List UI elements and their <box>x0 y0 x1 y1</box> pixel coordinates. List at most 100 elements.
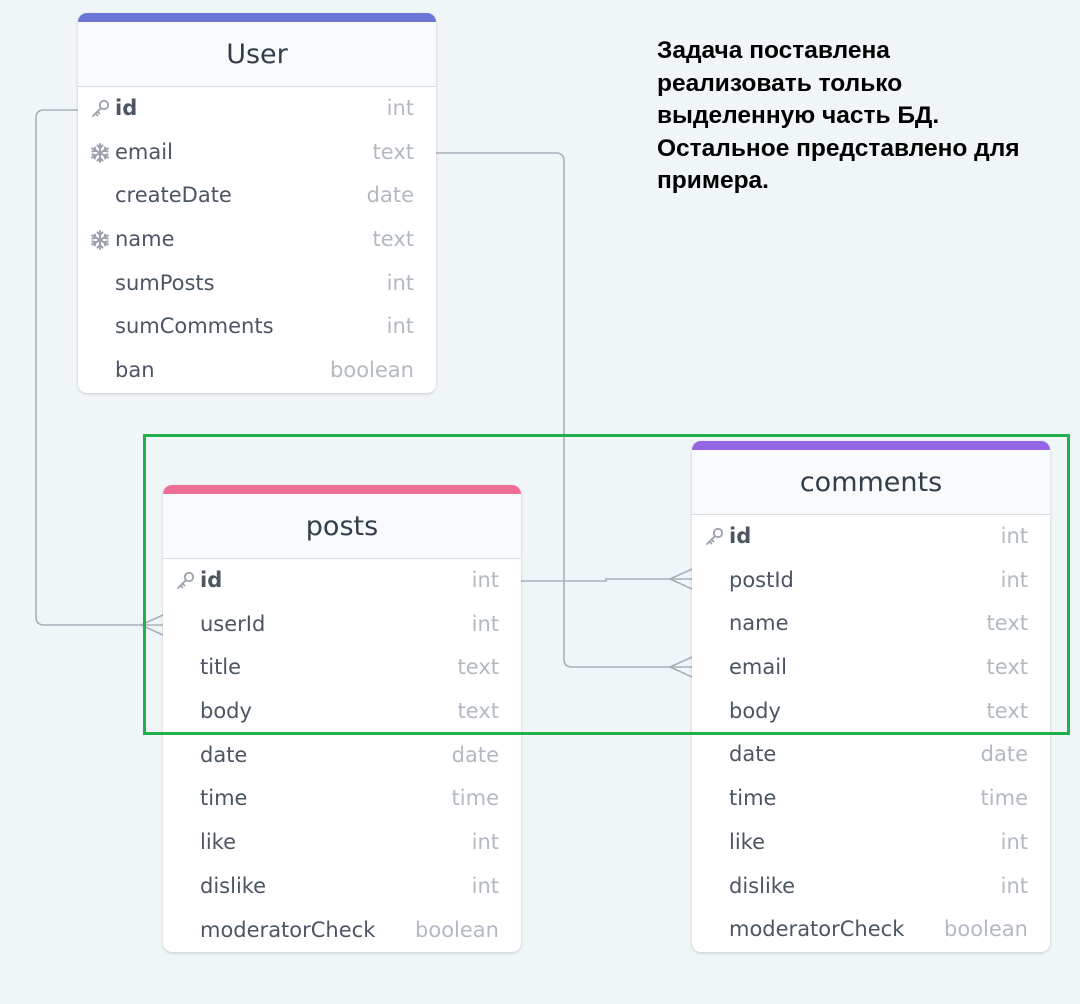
column-row-id[interactable]: id int <box>692 515 1050 559</box>
column-name: moderatorCheck <box>200 917 376 942</box>
column-name: createDate <box>115 183 232 208</box>
column-name: time <box>729 786 777 811</box>
column-name: id <box>200 568 223 592</box>
key-icon <box>174 570 196 592</box>
column-type: int <box>386 96 414 120</box>
snowflake-icon <box>89 229 111 251</box>
table-header[interactable]: User <box>78 22 436 87</box>
column-type: text <box>372 139 414 164</box>
column-type: int <box>1000 567 1028 592</box>
table-accent-bar <box>78 13 436 22</box>
column-name: sumPosts <box>115 270 215 295</box>
column-row-id[interactable]: id int <box>163 559 521 603</box>
column-name: like <box>200 830 237 855</box>
column-row-like[interactable]: like int <box>692 821 1050 865</box>
column-row-moderatorcheck[interactable]: moderatorCheck boolean <box>692 908 1050 952</box>
column-name: date <box>729 742 777 767</box>
note-line: примера. <box>657 167 769 194</box>
table-title: posts <box>305 510 379 542</box>
column-type: int <box>1000 829 1028 854</box>
column-row-email[interactable]: email text <box>692 646 1050 690</box>
table-header[interactable]: posts <box>163 494 521 559</box>
column-row-body[interactable]: body text <box>163 690 521 734</box>
column-name: moderatorCheck <box>729 917 905 942</box>
column-type: int <box>386 270 414 295</box>
column-name: dislike <box>200 873 267 898</box>
task-note: Задача поставлена реализовать только выд… <box>657 35 1077 198</box>
table-accent-bar <box>163 485 521 494</box>
column-row-moderatorcheck[interactable]: moderatorCheck boolean <box>163 909 521 953</box>
column-row-createdate[interactable]: createDate date <box>78 174 436 218</box>
column-row-date[interactable]: date date <box>163 734 521 778</box>
column-type: time <box>451 786 499 811</box>
column-name: body <box>729 698 781 723</box>
snowflake-icon <box>89 142 111 164</box>
column-row-like[interactable]: like int <box>163 821 521 865</box>
column-name: like <box>729 829 766 854</box>
column-type: date <box>980 742 1028 767</box>
column-type: int <box>1000 873 1028 898</box>
column-type: text <box>986 655 1028 680</box>
column-row-dislike[interactable]: dislike int <box>163 865 521 909</box>
column-name: body <box>200 699 252 724</box>
column-name: userId <box>200 611 266 636</box>
column-type: int <box>1000 524 1028 548</box>
table-accent-bar <box>692 441 1050 450</box>
column-name: id <box>729 524 752 548</box>
note-line: выделенную часть БД. <box>657 102 940 129</box>
highlight-selection-box <box>143 434 1070 735</box>
column-name: title <box>200 655 242 680</box>
column-row-sumposts[interactable]: sumPosts int <box>78 262 436 306</box>
column-type: boolean <box>415 917 499 942</box>
column-type: text <box>457 655 499 680</box>
crowfoot-comments-postid <box>669 568 693 590</box>
column-row-title[interactable]: title text <box>163 646 521 690</box>
column-type: boolean <box>944 917 1028 942</box>
key-icon <box>703 526 725 548</box>
column-name: date <box>200 742 248 767</box>
note-line: Остальное представлено для <box>657 134 1020 162</box>
column-type: text <box>457 699 499 724</box>
column-type: date <box>366 183 414 208</box>
column-name: email <box>729 655 787 680</box>
column-name: name <box>729 611 789 636</box>
column-type: boolean <box>330 358 414 383</box>
column-name: dislike <box>729 873 796 898</box>
column-type: int <box>471 568 499 592</box>
column-type: int <box>471 873 499 898</box>
column-type: int <box>386 314 414 339</box>
column-type: text <box>372 227 414 252</box>
column-type: date <box>451 742 499 767</box>
crowfoot-comments-email <box>669 656 693 678</box>
column-name: time <box>200 786 248 811</box>
column-row-dislike[interactable]: dislike int <box>692 865 1050 909</box>
column-row-time[interactable]: time time <box>163 777 521 821</box>
key-icon <box>89 98 111 120</box>
column-type: text <box>986 611 1028 636</box>
relation-posts-id-to-comments-postid <box>521 578 692 582</box>
column-type: int <box>471 830 499 855</box>
column-row-date[interactable]: date date <box>692 733 1050 777</box>
column-row-name[interactable]: name text <box>692 602 1050 646</box>
note-line: Задача поставлена <box>657 37 890 64</box>
table-header[interactable]: comments <box>692 450 1050 515</box>
table-title: User <box>226 38 288 70</box>
note-line: реализовать только <box>657 69 903 97</box>
table-title: comments <box>799 466 943 498</box>
